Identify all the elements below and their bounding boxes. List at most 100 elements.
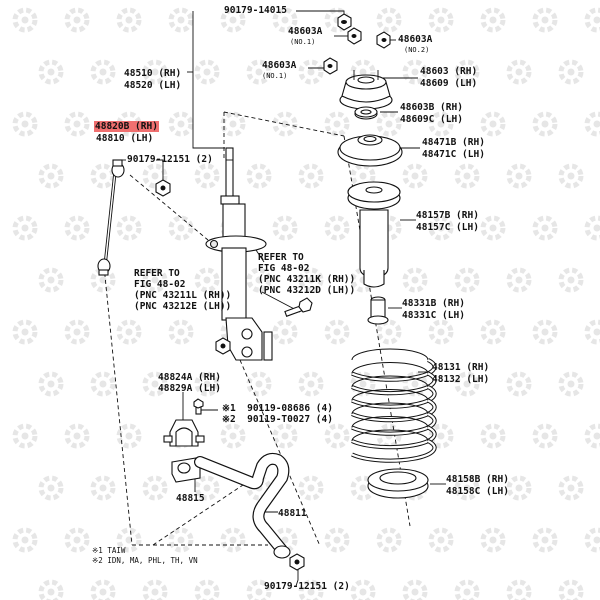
bracket-bolt [193, 398, 204, 415]
coil-spring [351, 348, 437, 463]
watermark-gear-icon [532, 527, 558, 553]
watermark-gear-icon [584, 215, 600, 241]
watermark-gear-icon [376, 319, 402, 345]
watermark-gear-icon [64, 111, 90, 137]
watermark-gear-icon [194, 579, 220, 600]
watermark-gear-icon [532, 7, 558, 33]
watermark-gear-icon [506, 163, 532, 189]
label-bracket-lh: 48829A (LH) [158, 383, 221, 394]
support-bearing [354, 106, 378, 120]
watermark-gear-icon [298, 475, 324, 501]
label-seat-upper-lh: 48471C (LH) [422, 149, 485, 160]
watermark-gear-icon [298, 267, 324, 293]
watermark-gear-icon [194, 59, 220, 85]
label-nut-48603a-2-sub: (NO.2) [404, 46, 430, 54]
watermark-gear-icon [298, 163, 324, 189]
watermark-gear-icon [376, 7, 402, 33]
label-bracket-rh: 48824A (RH) [158, 372, 221, 383]
watermark-gear-icon [324, 215, 350, 241]
label-refer2-pnc2: (PNC 43212E (LH)) [134, 301, 232, 312]
watermark-gear-icon [428, 423, 454, 449]
dust-boot [347, 181, 401, 288]
label-spring-lh: 48132 (LH) [432, 374, 490, 385]
label-refer1-fig: FIG 48-02 [258, 263, 310, 274]
watermark-gear-icon [272, 7, 298, 33]
watermark-gear-icon [532, 319, 558, 345]
label-stab-bar: 48811 [278, 508, 307, 519]
watermark-gear-icon [246, 579, 272, 600]
watermark-gear-icon [142, 475, 168, 501]
watermark-gear-icon [272, 527, 298, 553]
spring-coil-back [351, 416, 429, 428]
nut-48603a-no1-a [347, 27, 362, 45]
watermark-gear-icon [584, 7, 600, 33]
watermark-gear-icon [402, 579, 428, 600]
watermark-gear-icon [168, 215, 194, 241]
watermark-gear-icon [532, 111, 558, 137]
watermark-gear-icon [194, 371, 220, 397]
watermark-gear-icon [480, 7, 506, 33]
watermark-gear-icon [90, 579, 116, 600]
watermark-gear-icon [168, 527, 194, 553]
spring-coil-front [351, 413, 436, 435]
footnote-1: ※1 TAIW [92, 546, 126, 555]
label-stab-link-rh: 48820B (RH) [94, 121, 159, 132]
watermark-gear-icon [90, 371, 116, 397]
label-absorber-lh: 48520 (LH) [124, 80, 182, 91]
watermark-gear-icon [64, 7, 90, 33]
watermark-gear-icon [402, 163, 428, 189]
watermark-gear-icon [38, 59, 64, 85]
watermark-gear-icon [428, 215, 454, 241]
watermark-gear-icon [402, 371, 428, 397]
watermark-gear-icon [402, 267, 428, 293]
absorber-nut [215, 337, 231, 355]
watermark-gear-icon [246, 371, 272, 397]
spring-coil-front [351, 426, 436, 449]
watermark-gear-icon [506, 371, 532, 397]
label-bolt2: ※2 90119-T0027 (4) [222, 414, 333, 425]
watermark-gear-icon [194, 163, 220, 189]
spring-coil-back [351, 429, 429, 442]
spring-coil-front [351, 359, 436, 381]
nut-48603a-no1-b [323, 57, 338, 75]
watermark-gear-icon [584, 423, 600, 449]
watermark-gear-icon [194, 475, 220, 501]
watermark-gear-icon [12, 215, 38, 241]
label-seat-lower-lh: 48158C (LH) [446, 486, 509, 497]
bottom-nut [289, 553, 305, 571]
bump-stopper [367, 296, 389, 325]
watermark-gear-icon [64, 319, 90, 345]
watermark-gear-icon [376, 527, 402, 553]
label-refer1-title: REFER TO [258, 252, 304, 263]
spring-coil-back [351, 389, 429, 401]
watermark-gear-icon [142, 579, 168, 600]
label-bearing-rh: 48603B (RH) [400, 102, 463, 113]
stabilizer-bushing [171, 457, 201, 483]
label-spring-rh: 48131 (RH) [432, 362, 490, 373]
label-refer2-fig: FIG 48-02 [134, 279, 186, 290]
label-seat-upper-rh: 48471B (RH) [422, 137, 485, 148]
label-bumper-rh: 48331B (RH) [402, 298, 465, 309]
watermark-gear-icon [454, 371, 480, 397]
watermark-gear-icon [38, 475, 64, 501]
watermark-gear-icon [480, 111, 506, 137]
watermark-gear-icon [324, 423, 350, 449]
watermark-gear-icon [324, 111, 350, 137]
watermark-gear-icon [350, 59, 376, 85]
watermark-gear-icon [272, 423, 298, 449]
watermark-gear-icon [532, 215, 558, 241]
watermark-gear-icon [168, 319, 194, 345]
watermark-gear-icon [272, 215, 298, 241]
watermark-gear-icon [506, 475, 532, 501]
watermark-gear-icon [402, 59, 428, 85]
watermark-gear-icon [454, 579, 480, 600]
watermark-gear-icon [532, 423, 558, 449]
watermark-gear-icon [558, 59, 584, 85]
watermark-gear-icon [12, 319, 38, 345]
watermark-gear-icon [480, 215, 506, 241]
nut-48603a-no2 [376, 31, 391, 49]
spring-coil-front [351, 372, 436, 395]
label-nut-48603a-2: 48603A [398, 34, 433, 45]
lower-spring-seat [367, 468, 429, 499]
label-bumper-lh: 48331C (LH) [402, 310, 465, 321]
